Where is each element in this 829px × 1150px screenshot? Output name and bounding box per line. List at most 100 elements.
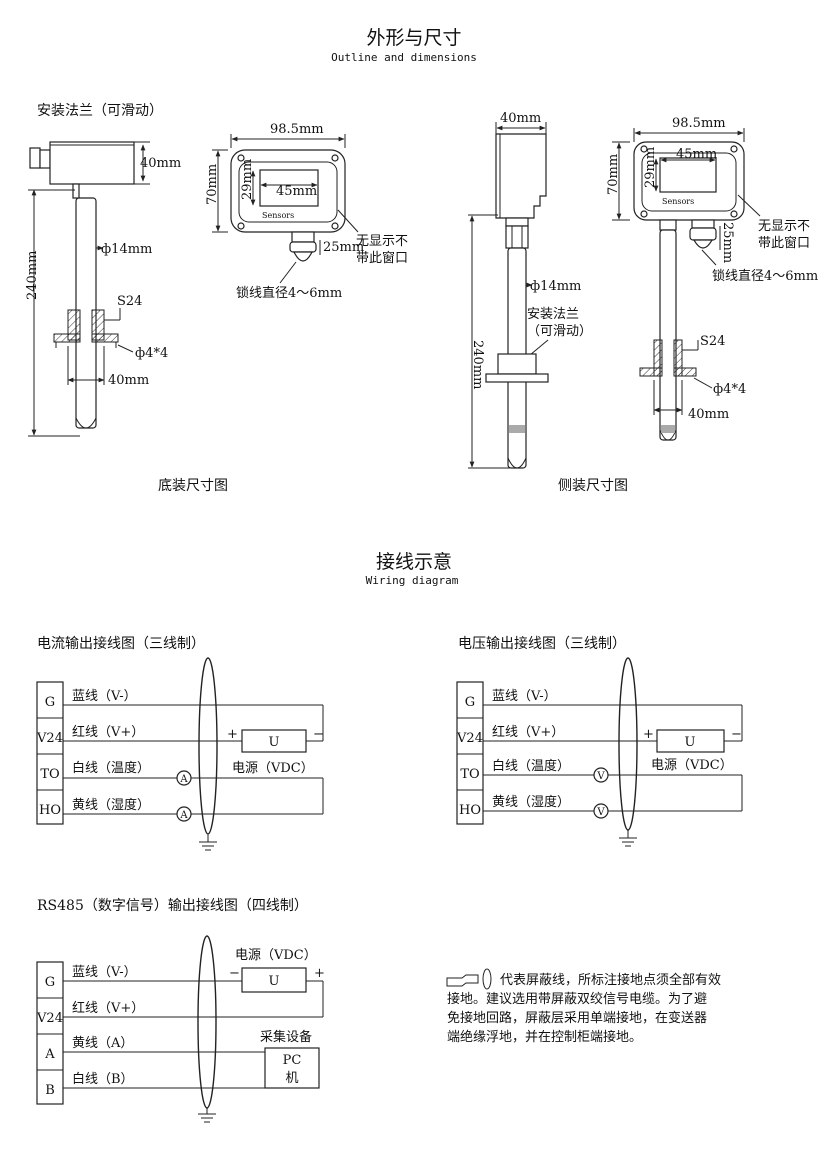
rs485-term-3: B — [45, 1083, 55, 1098]
dim-d14-b: ф14mm — [530, 279, 581, 294]
voltage-term-3: HO — [459, 803, 481, 818]
no-display-b-2: 带此窗口 — [758, 235, 810, 251]
voltage-plus: + — [643, 727, 654, 742]
dim-25mm-a: 25mm — [323, 240, 364, 255]
voltage-title: 电压输出接线图（三线制） — [458, 635, 626, 652]
pc-label-2: 机 — [285, 1071, 298, 1086]
flange-label: 安装法兰（可滑动） — [37, 102, 163, 119]
current-wire-0: 蓝线（V-） — [72, 689, 137, 704]
dim-phi44-b: ф4*4 — [713, 382, 746, 397]
current-wire-2: 白线（温度） — [72, 760, 150, 776]
rs485-term-0: G — [45, 975, 55, 990]
rs485-device-label: 采集设备 — [260, 1029, 312, 1045]
shield-icon-voltage — [618, 657, 638, 831]
rs485-term-1: V24 — [36, 1011, 63, 1026]
rs485-wire-2: 黄线（A） — [72, 1036, 133, 1051]
no-display-b-1: 无显示不 — [758, 219, 810, 234]
current-wire-3: 黄线（湿度） — [72, 797, 150, 813]
sensors-brand-b: Sensors — [662, 197, 694, 206]
dim-25mm-b: 25mm — [720, 222, 735, 263]
dim-29mm-b: 29mm — [643, 147, 658, 188]
voltage-term-0: G — [465, 695, 475, 710]
dim-40mm-top-b: 40mm — [500, 111, 541, 126]
voltmeter-temp-icon — [593, 767, 609, 783]
shield-symbol-icon — [482, 968, 492, 990]
current-term-3: HO — [39, 803, 61, 818]
dim-40mm-bottom-b: 40mm — [688, 407, 729, 422]
dim-240mm-a: 240mm — [25, 251, 40, 300]
shield-note: 代表屏蔽线，所标注接地点须全部有效 接地。建议选用带屏蔽双绞信号电缆。为了避 免… — [446, 968, 721, 1045]
note-line-2: 接地。建议选用带屏蔽双绞信号电缆。为了避 — [447, 991, 707, 1007]
current-source-box — [241, 729, 307, 753]
voltmeter-temp-label: V — [596, 771, 605, 782]
voltage-term-1: V24 — [456, 731, 483, 746]
rs485-wire-0: 蓝线（V-） — [72, 965, 137, 980]
dim-s24-a: S24 — [117, 294, 142, 309]
rs485-term-2: A — [44, 1047, 55, 1062]
voltage-wire-2: 白线（温度） — [492, 758, 570, 774]
pc-box — [264, 1047, 320, 1089]
ammeter-temp-icon — [176, 770, 192, 786]
current-minus: − — [313, 727, 324, 742]
dim-70mm-b: 70mm — [606, 154, 621, 195]
dim-70mm-a: 70mm — [205, 164, 220, 205]
dim-240mm-b: 240mm — [470, 340, 485, 389]
dim-45mm-a: 45mm — [276, 184, 317, 199]
current-terminal-block — [36, 681, 64, 825]
voltage-source-label: 电源（VDC） — [651, 758, 733, 773]
dim-29mm-a: 29mm — [240, 159, 255, 200]
gland-nut — [29, 147, 41, 169]
current-term-0: G — [45, 695, 55, 710]
shield-icon-current — [198, 657, 218, 835]
bottom-mount-side-view: 安装法兰（可滑动） 40mm ф14mm 240mm S24 — [25, 102, 181, 437]
voltage-minus: − — [731, 727, 742, 742]
display-window — [259, 169, 319, 207]
current-title: 电流输出接线图（三线制） — [37, 635, 205, 652]
current-output-diagram: 电流输出接线图（三线制） G V24 TO HO 蓝线（V-） 红线（V+） 白… — [36, 635, 324, 851]
rs485-wire-1: 红线（V+） — [72, 1000, 144, 1016]
voltmeter-hum-icon — [593, 803, 609, 819]
dim-s24-b: S24 — [700, 334, 725, 349]
outline-title-en: Outline and dimensions — [331, 51, 477, 64]
side-flange-1: 安装法兰 — [527, 307, 579, 322]
rs485-source-box — [241, 967, 307, 993]
current-source-label: 电源（VDC） — [232, 761, 314, 776]
dim-40mm-side: 40mm — [140, 156, 181, 171]
voltage-source-box — [656, 729, 725, 753]
pointing-hand-icon — [446, 974, 479, 987]
housing-side-b — [495, 133, 547, 219]
voltmeter-hum-label: V — [596, 807, 605, 818]
voltage-wire-0: 蓝线（V-） — [492, 689, 557, 704]
voltage-wire-3: 黄线（湿度） — [492, 794, 570, 810]
voltage-output-diagram: 电压输出接线图（三线制） G V24 TO HO 蓝线（V-） 红线（V+） 白… — [456, 635, 743, 847]
current-wire-1: 红线（V+） — [72, 724, 144, 740]
cable-diam-b: 锁线直径4～6mm — [712, 268, 818, 284]
rs485-diagram: RS485（数字信号）输出接线图（四线制） G V24 A B 蓝线（V-） 红… — [36, 897, 325, 1123]
ammeter-hum-icon — [176, 806, 192, 822]
voltage-terminal-block — [456, 681, 484, 825]
rs485-source-label: 电源（VDC） — [235, 948, 317, 963]
current-term-2: TO — [40, 767, 59, 782]
current-plus: + — [227, 727, 238, 742]
note-line-3: 免接地回路，屏蔽层采用单端接地，在变送器 — [447, 1010, 707, 1026]
bottom-mount-front-view: 98.5mm 45mm 29mm Sensors 70mm 25mm 无显示不 … — [205, 122, 408, 301]
no-display-a-1: 无显示不 — [356, 234, 408, 249]
voltage-term-2: TO — [460, 767, 479, 782]
cable-diam-a: 锁线直径4～6mm — [236, 285, 342, 301]
rs485-title: RS485（数字信号）输出接线图（四线制） — [37, 897, 308, 914]
dim-40mm-bottom-a: 40mm — [108, 373, 149, 388]
rs485-plus: + — [314, 966, 325, 981]
housing-side — [49, 141, 135, 185]
gland-body — [39, 149, 51, 169]
voltage-source-u: U — [685, 735, 696, 750]
note-line-1: 代表屏蔽线，所标注接地点须全部有效 — [500, 972, 721, 988]
dim-45mm-b: 45mm — [676, 147, 717, 162]
rs485-terminal-block — [36, 961, 64, 1105]
wiring-title-cn: 接线示意 — [376, 551, 452, 573]
rs485-minus: − — [229, 966, 240, 981]
dim-98-5mm-b: 98.5mm — [672, 116, 726, 131]
note-line-4: 端绝缘浮地，并在控制柜端接地。 — [447, 1029, 642, 1045]
caption-bottom-mount: 底装尺寸图 — [158, 478, 228, 494]
dim-98-5mm-a: 98.5mm — [270, 122, 324, 137]
